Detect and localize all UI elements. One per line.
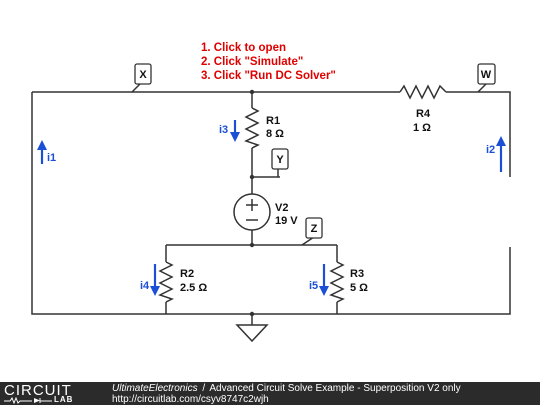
resistor-r2[interactable]: R2 2.5 Ω <box>158 261 207 303</box>
r1-value: 8 Ω <box>266 128 284 140</box>
probe-y-label: Y <box>276 154 284 166</box>
probe-y[interactable]: Y <box>271 148 289 177</box>
instruction-step-2: 2. Click "Simulate" <box>201 56 303 68</box>
voltage-source-v2[interactable]: V2 19 V <box>233 193 298 231</box>
ground-symbol[interactable] <box>235 324 269 343</box>
current-arrow-i4: i4 <box>140 264 160 296</box>
probe-w[interactable]: W <box>477 63 496 93</box>
junctions <box>249 89 255 317</box>
current-label-i4: i4 <box>140 280 150 292</box>
footer-bar: CIRCUIT LAB UltimateElectronics / Advanc… <box>0 382 540 405</box>
resistor-r1[interactable]: R1 8 Ω <box>244 107 284 149</box>
instruction-step-3: 3. Click "Run DC Solver" <box>201 70 336 82</box>
r3-value: 5 Ω <box>350 282 368 294</box>
footer-separator: / <box>202 383 206 394</box>
r4-name: R4 <box>416 108 431 120</box>
footer-title-line: UltimateElectronics / Advanced Circuit S… <box>112 383 461 394</box>
circuitlab-logo[interactable]: CIRCUIT LAB <box>4 383 94 404</box>
current-label-i2: i2 <box>486 144 495 156</box>
probe-x[interactable]: X <box>131 63 152 93</box>
probe-z[interactable]: Z <box>301 217 323 246</box>
current-label-i3: i3 <box>219 124 228 136</box>
logo-lab-text: LAB <box>54 395 74 404</box>
r2-name: R2 <box>180 268 194 280</box>
current-label-i5: i5 <box>309 280 318 292</box>
current-arrow-i1: i1 <box>37 140 56 164</box>
current-arrow-i3: i3 <box>219 120 240 142</box>
footer-user-link[interactable]: UltimateElectronics <box>112 383 198 394</box>
v2-value: 19 V <box>275 215 298 227</box>
footer-circuit-title[interactable]: Advanced Circuit Solve Example - Superpo… <box>209 383 461 394</box>
r3-name: R3 <box>350 268 364 280</box>
instruction-step-1: 1. Click to open <box>201 42 286 54</box>
current-label-i1: i1 <box>47 152 56 164</box>
probe-x-label: X <box>139 69 147 81</box>
v2-name: V2 <box>275 202 288 214</box>
logo-circuit-text: CIRCUIT <box>4 382 72 399</box>
wires <box>31 91 511 325</box>
circuit-schematic[interactable]: 1. Click to open 2. Click "Simulate" 3. … <box>0 0 540 382</box>
resistor-r4[interactable]: R4 1 Ω <box>399 84 447 134</box>
probe-w-label: W <box>481 69 492 81</box>
current-arrow-i2: i2 <box>486 136 506 172</box>
current-arrow-i5: i5 <box>309 264 329 296</box>
probe-z-label: Z <box>311 223 318 235</box>
footer-url[interactable]: http://circuitlab.com/csyv8747c2wjh <box>112 394 269 405</box>
r1-name: R1 <box>266 115 280 127</box>
r4-value: 1 Ω <box>413 122 431 134</box>
resistor-r3[interactable]: R3 5 Ω <box>329 261 368 303</box>
logo-waveform-icon <box>4 397 52 404</box>
r2-value: 2.5 Ω <box>180 282 207 294</box>
